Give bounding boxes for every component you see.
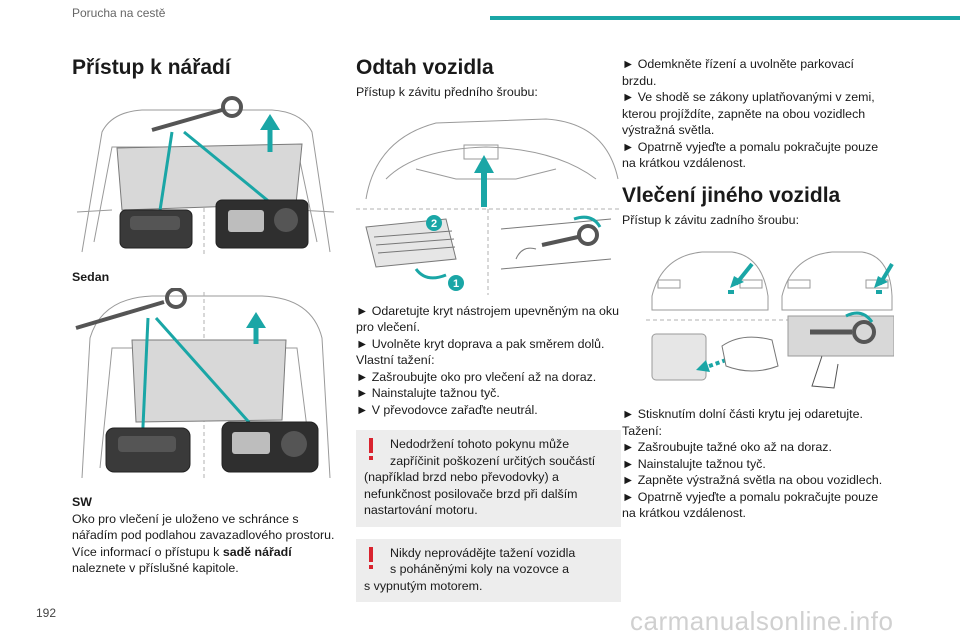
rotate-arrow-icon — [573, 215, 602, 228]
step-line: na krátkou vzdálenost. — [622, 156, 746, 170]
step-line: ► Opatrně vyjeďte a pomalu pokračujte po… — [622, 139, 879, 154]
arrow-icon — [874, 262, 894, 288]
warning-exclamation-icon — [369, 438, 373, 460]
body-line: nářadím pod podlahou zavazadlového prost… — [72, 528, 335, 542]
tow-eye-icon — [541, 223, 599, 247]
header-accent-bar — [490, 16, 960, 20]
body-line: naleznete v příslušné kapitole. — [72, 561, 239, 575]
caption-sedan: Sedan — [72, 270, 110, 284]
warning-line: s poháněnými koly na vozovce a — [390, 562, 570, 576]
warning-line: Nedodržení tohoto pokynu může — [390, 437, 570, 451]
column-tool-access: Přístup k nářadí Sedan — [72, 40, 337, 577]
callout-1-icon — [448, 274, 464, 291]
step-line: ► Nainstalujte tažnou tyč. — [622, 456, 766, 471]
step-line: pro vlečení. — [356, 320, 421, 334]
warning-box-engine-off: Nikdy neprovádějte tažení vozidla s pohá… — [356, 538, 621, 602]
towing-other-intro: Přístup k závitu zadního šroubu: — [622, 212, 800, 227]
heading-towing: Odtah vozidla — [356, 56, 494, 79]
step-line: ► Stisknutím dolní části krytu jej odare… — [622, 407, 863, 421]
tow-eye-icon — [151, 96, 243, 132]
callout-2-label: 2 — [431, 218, 437, 230]
tow-eye-icon — [810, 320, 876, 344]
warning-line: Nikdy neprovádějte tažení vozidla — [390, 545, 576, 560]
sw-trunk-illustration — [72, 288, 337, 484]
column-towing: Odtah vozidla Přístup k závitu předního … — [356, 40, 621, 602]
caption-sw: SW — [72, 495, 92, 509]
warning-line: nefunkčnost posilovače brzd při dalším — [364, 486, 578, 501]
column-towing-other: ► Odemkněte řízení a uvolněte parkovací … — [622, 40, 894, 522]
warning-line: (například brzd nebo převodovky) a — [364, 470, 559, 484]
up-arrow-icon — [246, 312, 266, 344]
step-line: ► Zapněte výstražná světla na obou vozid… — [622, 473, 883, 487]
up-arrow-icon — [474, 154, 494, 207]
sedan-trunk-illustration — [72, 92, 337, 258]
tow-eye-icon — [75, 288, 187, 330]
more-info-line: Více informací o přístupu k sadě nářadí — [72, 544, 292, 559]
step-line: Vlastní tažení: — [356, 353, 435, 367]
body-line: Oko pro vlečení je uloženo ve schránce s — [72, 511, 299, 526]
warning-line: nastartování motoru. — [364, 503, 478, 517]
step-line: výstražná světla. — [622, 123, 715, 137]
up-arrow-icon — [260, 114, 280, 152]
step-line: ► Uvolněte kryt doprava a pak směrem dol… — [356, 336, 605, 351]
tool-kit-reference: sadě nářadí — [222, 544, 292, 559]
step-line: ► Zašroubujte oko pro vlečení až na dora… — [356, 369, 597, 384]
step-line: ► V převodovce zařaďte neutrál. — [356, 402, 538, 417]
step-line: brzdu. — [622, 73, 657, 88]
step-line: na krátkou vzdálenost. — [622, 506, 746, 520]
heading-tool-access: Přístup k nářadí — [72, 56, 231, 79]
step-line: ► Ve shodě se zákony uplatňovanými v zem… — [622, 90, 875, 104]
warning-box-brakes: Nedodržení tohoto pokynu může zapříčinit… — [356, 430, 621, 527]
warning-line: s vypnutým motorem. — [364, 578, 483, 593]
step-line: ► Zašroubujte tažné oko až na doraz. — [622, 440, 832, 454]
callout-1-label: 1 — [453, 278, 459, 290]
step-line: ► Opatrně vyjeďte a pomalu pokračujte po… — [622, 489, 879, 504]
rear-tow-illustration — [622, 236, 894, 396]
watermark: carmanualsonline.info — [630, 606, 894, 636]
towing-intro: Přístup k závitu předního šroubu: — [356, 85, 538, 99]
step-line: ► Odaretujte kryt nástrojem upevněným na… — [356, 303, 619, 318]
step-line: ► Odemkněte řízení a uvolněte parkovací — [622, 57, 854, 71]
front-tow-illustration: 2 1 — [356, 108, 621, 295]
callout-2-icon — [426, 214, 442, 231]
warning-exclamation-icon — [369, 546, 373, 569]
step-line: Tažení: — [622, 423, 662, 438]
page-number: 192 — [36, 606, 57, 620]
rotate-arrow-icon — [845, 311, 874, 323]
heading-towing-other: Vlečení jiného vozidla — [622, 183, 841, 207]
arrow-icon — [730, 262, 754, 288]
page-header-title: Porucha na cestě — [72, 6, 166, 20]
step-line: ► Nainstalujte tažnou tyč. — [356, 386, 500, 400]
dashed-arrow-icon — [696, 358, 727, 372]
warning-line: zapříčinit poškození určitých součástí — [390, 453, 596, 468]
step-line: kterou projíždíte, zapněte na obou vozid… — [622, 106, 866, 121]
